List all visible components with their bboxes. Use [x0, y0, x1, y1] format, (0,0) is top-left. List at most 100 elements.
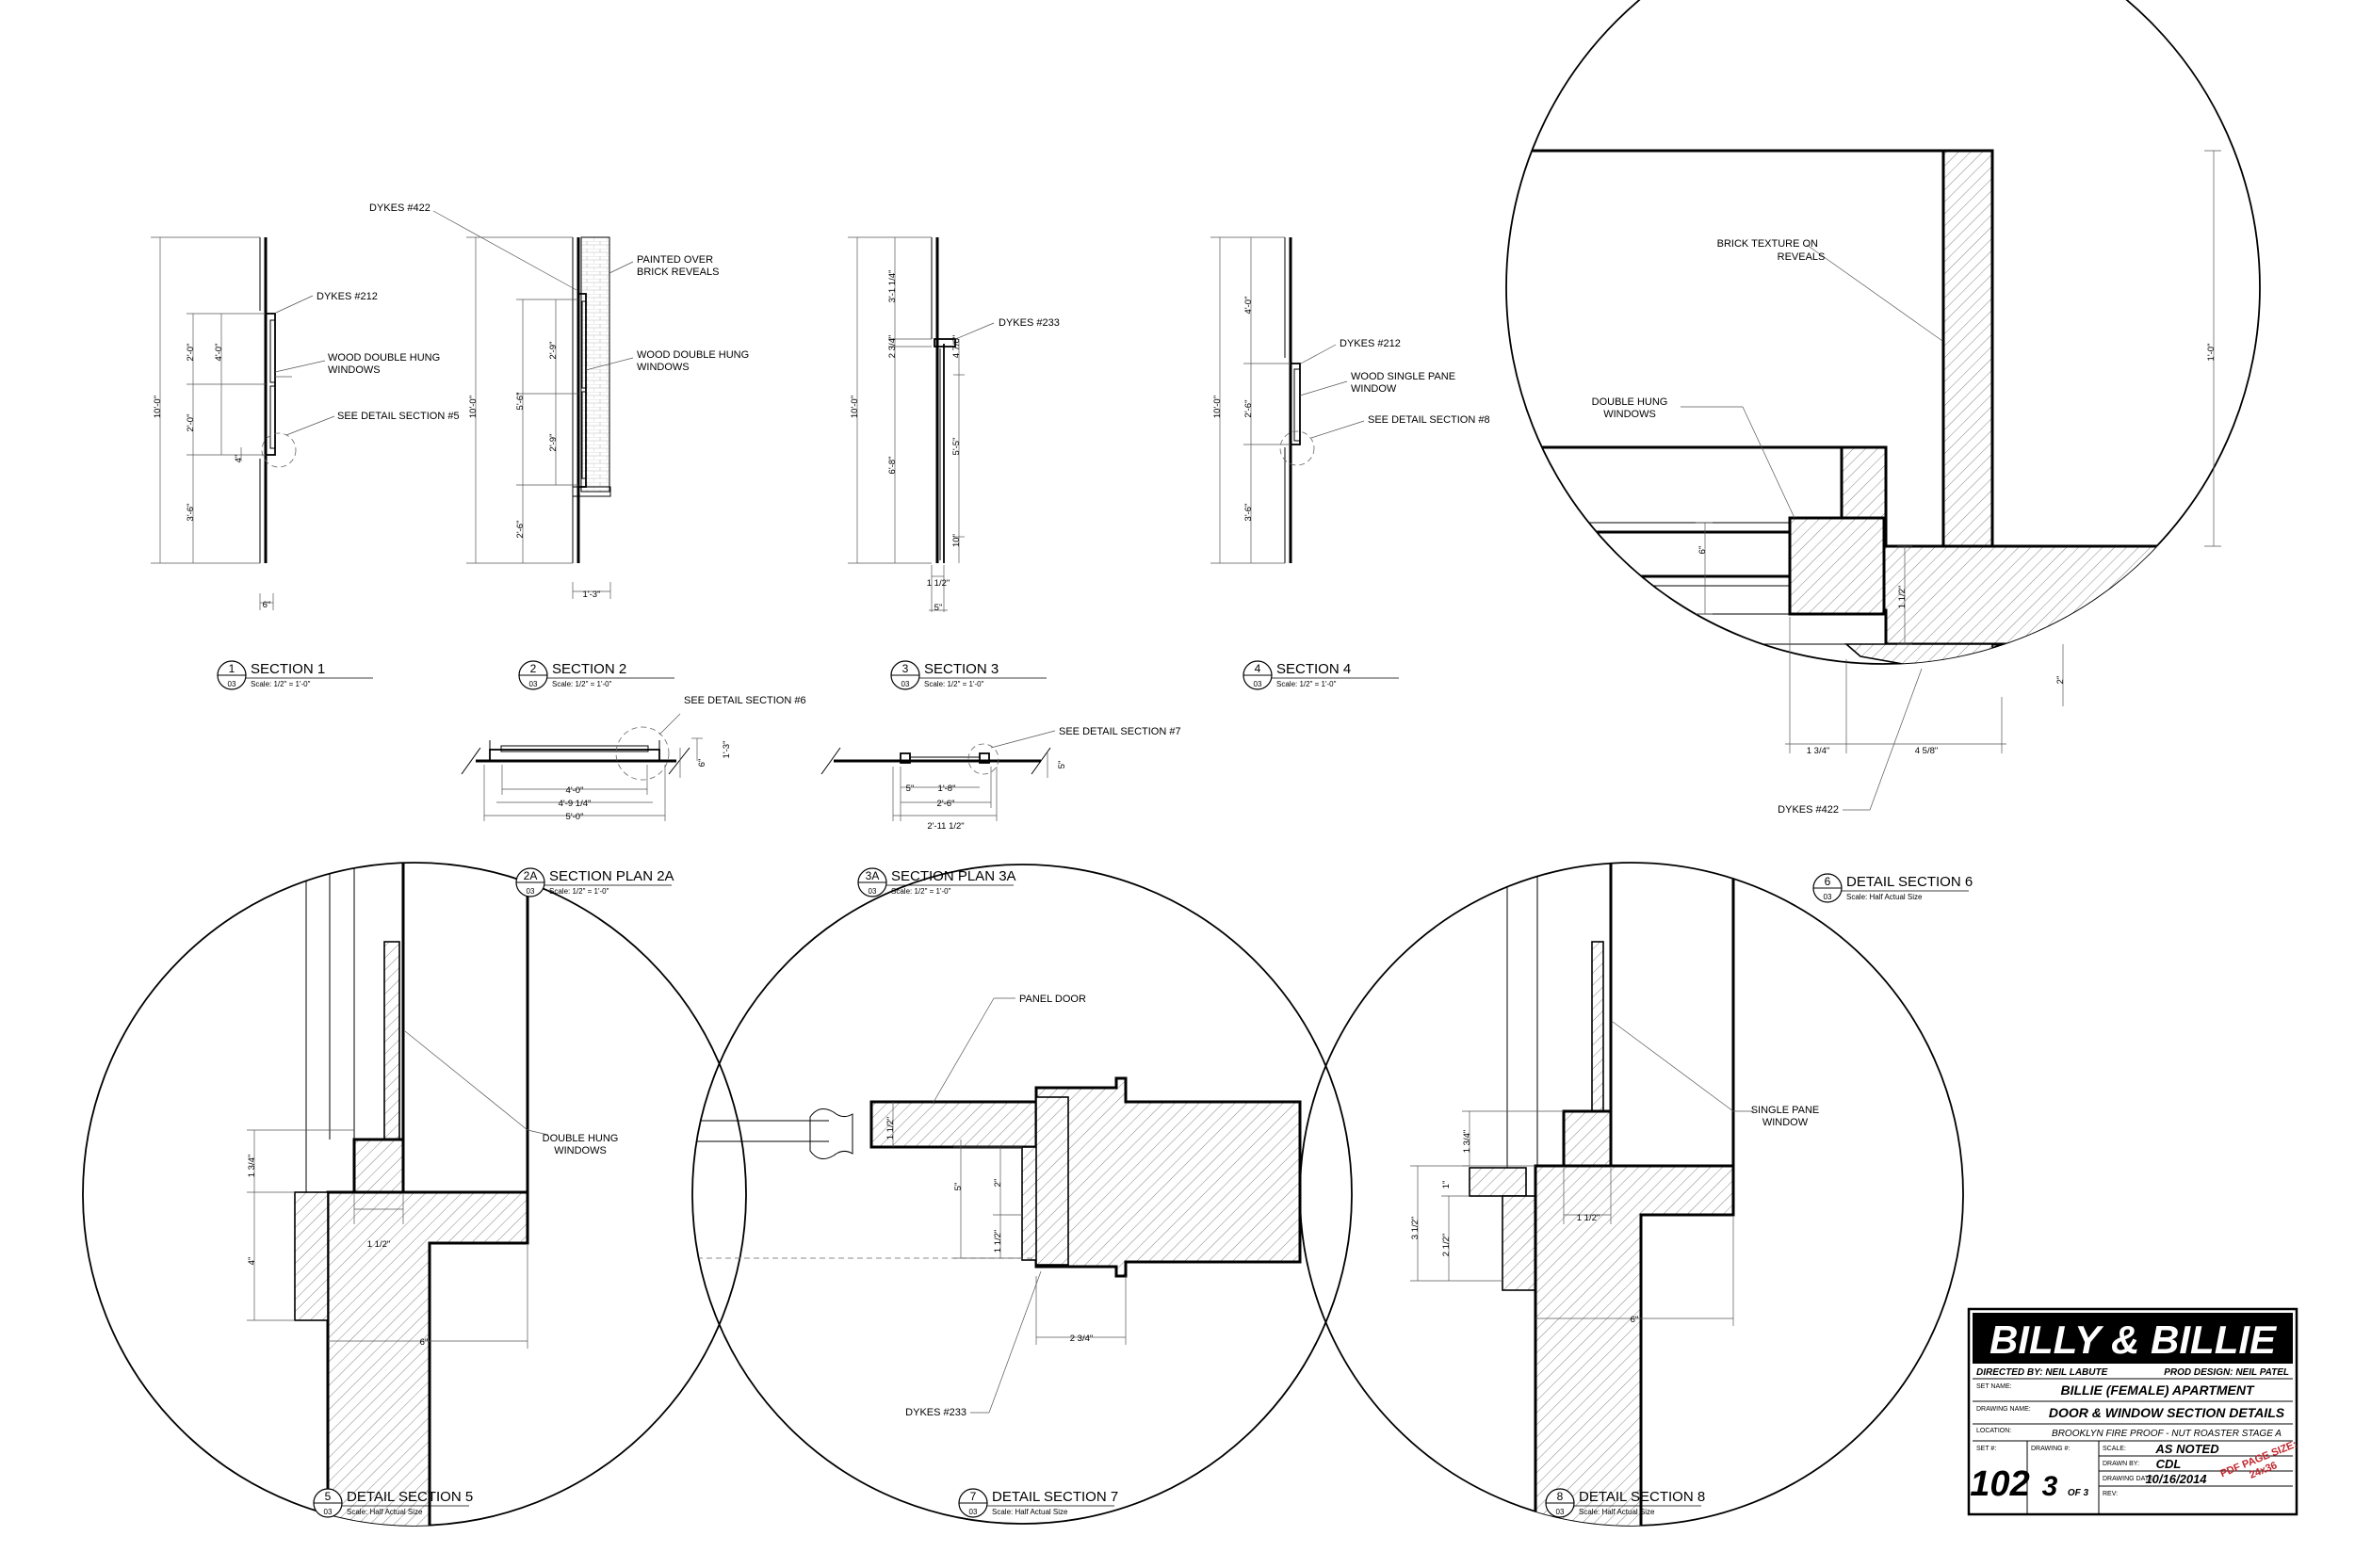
s2-painted-2: BRICK REVEALS: [637, 267, 719, 278]
d5-dim-a: 1 3/4": [247, 1155, 257, 1178]
d8-dim-f: 6": [1631, 1315, 1639, 1325]
s2-dykes422: DYKES #422: [369, 202, 430, 214]
d6-dim-e: 1 3/4": [1807, 746, 1830, 756]
section-tag-title: DETAIL SECTION 5: [347, 1489, 473, 1505]
detail-7-drawing: [691, 864, 1353, 1525]
d5-dh-2: WINDOWS: [554, 1145, 607, 1156]
s3-dim-total: 10'-0": [850, 396, 860, 418]
section-tag-sheet: 03: [529, 680, 538, 688]
section-tag-sheet: 03: [1824, 893, 1832, 901]
section-4-text: 10'-0" 4'-0" 2'-6" 3'-6" DYKES #212 WOOD…: [1212, 297, 1490, 522]
set-name: BILLIE (FEMALE) APARTMENT: [2060, 1382, 2255, 1398]
section-tag-sheet: 03: [228, 680, 236, 688]
s2-dim-b: 2'-9": [548, 342, 559, 360]
d7-dim-a: 1 1/2": [885, 1117, 896, 1140]
set-name-label: SET NAME:: [1976, 1383, 2012, 1390]
s2-window-1: WOOD DOUBLE HUNG: [637, 349, 749, 361]
p2a-dim-b: 4'-9 1/4": [559, 799, 592, 809]
s1-dim-c: 2'-0": [186, 414, 196, 432]
d6-dim-d: 2": [2055, 676, 2066, 685]
detail-8-text: 1 3/4" 1" 3 1/2" 2 1/2" 1 1/2" 6" SINGLE…: [1410, 1105, 1819, 1325]
d6-dim-a: 1'-0": [2206, 344, 2217, 362]
drawing-number: 3: [2042, 1471, 2058, 1502]
d7-dim-d: 1 1/2": [993, 1230, 1003, 1253]
d5-dim-c: 1 1/2": [367, 1239, 391, 1250]
d5-dim-d: 6": [420, 1337, 429, 1348]
d7-dim-e: 2 3/4": [1070, 1334, 1094, 1344]
section-tag-scale: Scale: 1/2" = 1'-0": [1276, 680, 1337, 688]
plan-2a-text: 4'-0" 4'-9 1/4" 5'-0" 1'-3" 6" SEE DETAI…: [559, 695, 806, 822]
s2-dim-c: 2'-9": [548, 434, 559, 452]
d6-brick-2: REVEALS: [1778, 251, 1826, 263]
s2-window-2: WINDOWS: [637, 362, 690, 373]
s1-dykes212: DYKES #212: [317, 291, 378, 302]
set-label: SET #:: [1976, 1446, 1996, 1452]
drawn-by: CDL: [2156, 1457, 2182, 1471]
d8-dim-b: 1": [1441, 1181, 1452, 1189]
section-3-drawing: [848, 236, 995, 612]
drawing-of: OF 3: [2068, 1488, 2089, 1498]
s3-dykes233: DYKES #233: [999, 317, 1060, 329]
section-tag-sheet: 03: [869, 887, 877, 896]
s4-dim-b: 2'-6": [1243, 400, 1254, 418]
p2a-dim-e: 6": [697, 759, 707, 768]
s1-dim-e: 4": [234, 455, 244, 463]
section-tag-sheet: 03: [324, 1508, 333, 1516]
p3a-see7: SEE DETAIL SECTION #7: [1059, 726, 1181, 737]
s3-dim-h: 5": [934, 603, 943, 613]
section-3-text: 10'-0" 3'-1 1/4" 2 3/4" 4 7/8" 6'-8" 5'-…: [850, 270, 1060, 613]
d6-brick-1: BRICK TEXTURE ON: [1717, 238, 1818, 250]
d8-sp-2: WINDOW: [1762, 1117, 1809, 1128]
plan-3a-text: 5" 1'-8" 2'-6" 2'-11 1/2" 5" SEE DETAIL …: [906, 726, 1181, 832]
drawing-label: DRAWING #:: [2031, 1446, 2070, 1452]
rev-label: REV:: [2103, 1491, 2118, 1497]
d7-dim-c: 2": [993, 1179, 1003, 1188]
section-tag-scale: Scale: 1/2" = 1'-0": [552, 680, 612, 688]
s4-dim-total: 10'-0": [1212, 396, 1223, 418]
s3-dim-c: 4 7/8": [951, 335, 962, 359]
location-label: LOCATION:: [1976, 1428, 2011, 1434]
section-tag-sheet: 03: [901, 680, 910, 688]
drawing-name-label: DRAWING NAME:: [1976, 1406, 2031, 1413]
p3a-dim-e: 5": [1057, 761, 1067, 769]
s4-dim-c: 3'-6": [1243, 504, 1254, 522]
s3-dim-f: 10": [951, 534, 962, 547]
section-tag-number: 3A: [866, 869, 880, 882]
detail-6-text: 1'-0" 6" 1 1/2" 2" 1 3/4" 4 5/8" BRICK T…: [1592, 238, 2217, 816]
section-tag-title: SECTION 4: [1276, 661, 1351, 677]
project-title: BILLY & BILLIE: [1990, 1317, 2278, 1362]
section-tag-sheet: 03: [527, 887, 535, 896]
section-tag-scale: Scale: Half Actual Size: [1846, 893, 1923, 901]
d8-dim-a: 1 3/4": [1462, 1130, 1472, 1154]
section-tag-title: SECTION PLAN 2A: [549, 868, 674, 884]
set-number: 102: [1970, 1464, 2029, 1504]
scale-value: AS NOTED: [2154, 1442, 2219, 1456]
s2-dim-a: 5'-6": [515, 393, 526, 411]
p2a-dim-c: 5'-0": [566, 812, 584, 822]
section-2-text: 10'-0" 5'-6" 2'-9" 2'-9" 2'-6" 1'-3" DYK…: [369, 202, 749, 600]
plan-2a-drawing: [461, 713, 703, 821]
section-tag-sheet: 03: [1556, 1508, 1565, 1516]
d8-dim-d: 2 1/2": [1441, 1234, 1452, 1257]
s4-see8: SEE DETAIL SECTION #8: [1368, 414, 1490, 426]
section-tag-scale: Scale: 1/2" = 1'-0": [251, 680, 311, 688]
title-block: BILLY & BILLIE DIRECTED BY: NEIL LABUTE …: [1967, 1307, 2298, 1516]
s1-window-2: WINDOWS: [328, 364, 381, 376]
s1-dim-f: 6": [263, 600, 271, 610]
s2-dim-e: 1'-3": [583, 590, 601, 600]
section-tag-title: DETAIL SECTION 6: [1846, 874, 1973, 890]
detail-8-drawing: [1299, 862, 1964, 1527]
drawing-name: DOOR & WINDOW SECTION DETAILS: [2049, 1405, 2285, 1420]
section-tag-number: 3: [902, 662, 909, 675]
s4-dim-a: 4'-0": [1243, 297, 1254, 315]
drawn-by-label: DRAWN BY:: [2103, 1461, 2139, 1467]
p2a-see6: SEE DETAIL SECTION #6: [684, 695, 806, 706]
d8-dim-e: 1 1/2": [1577, 1213, 1600, 1223]
